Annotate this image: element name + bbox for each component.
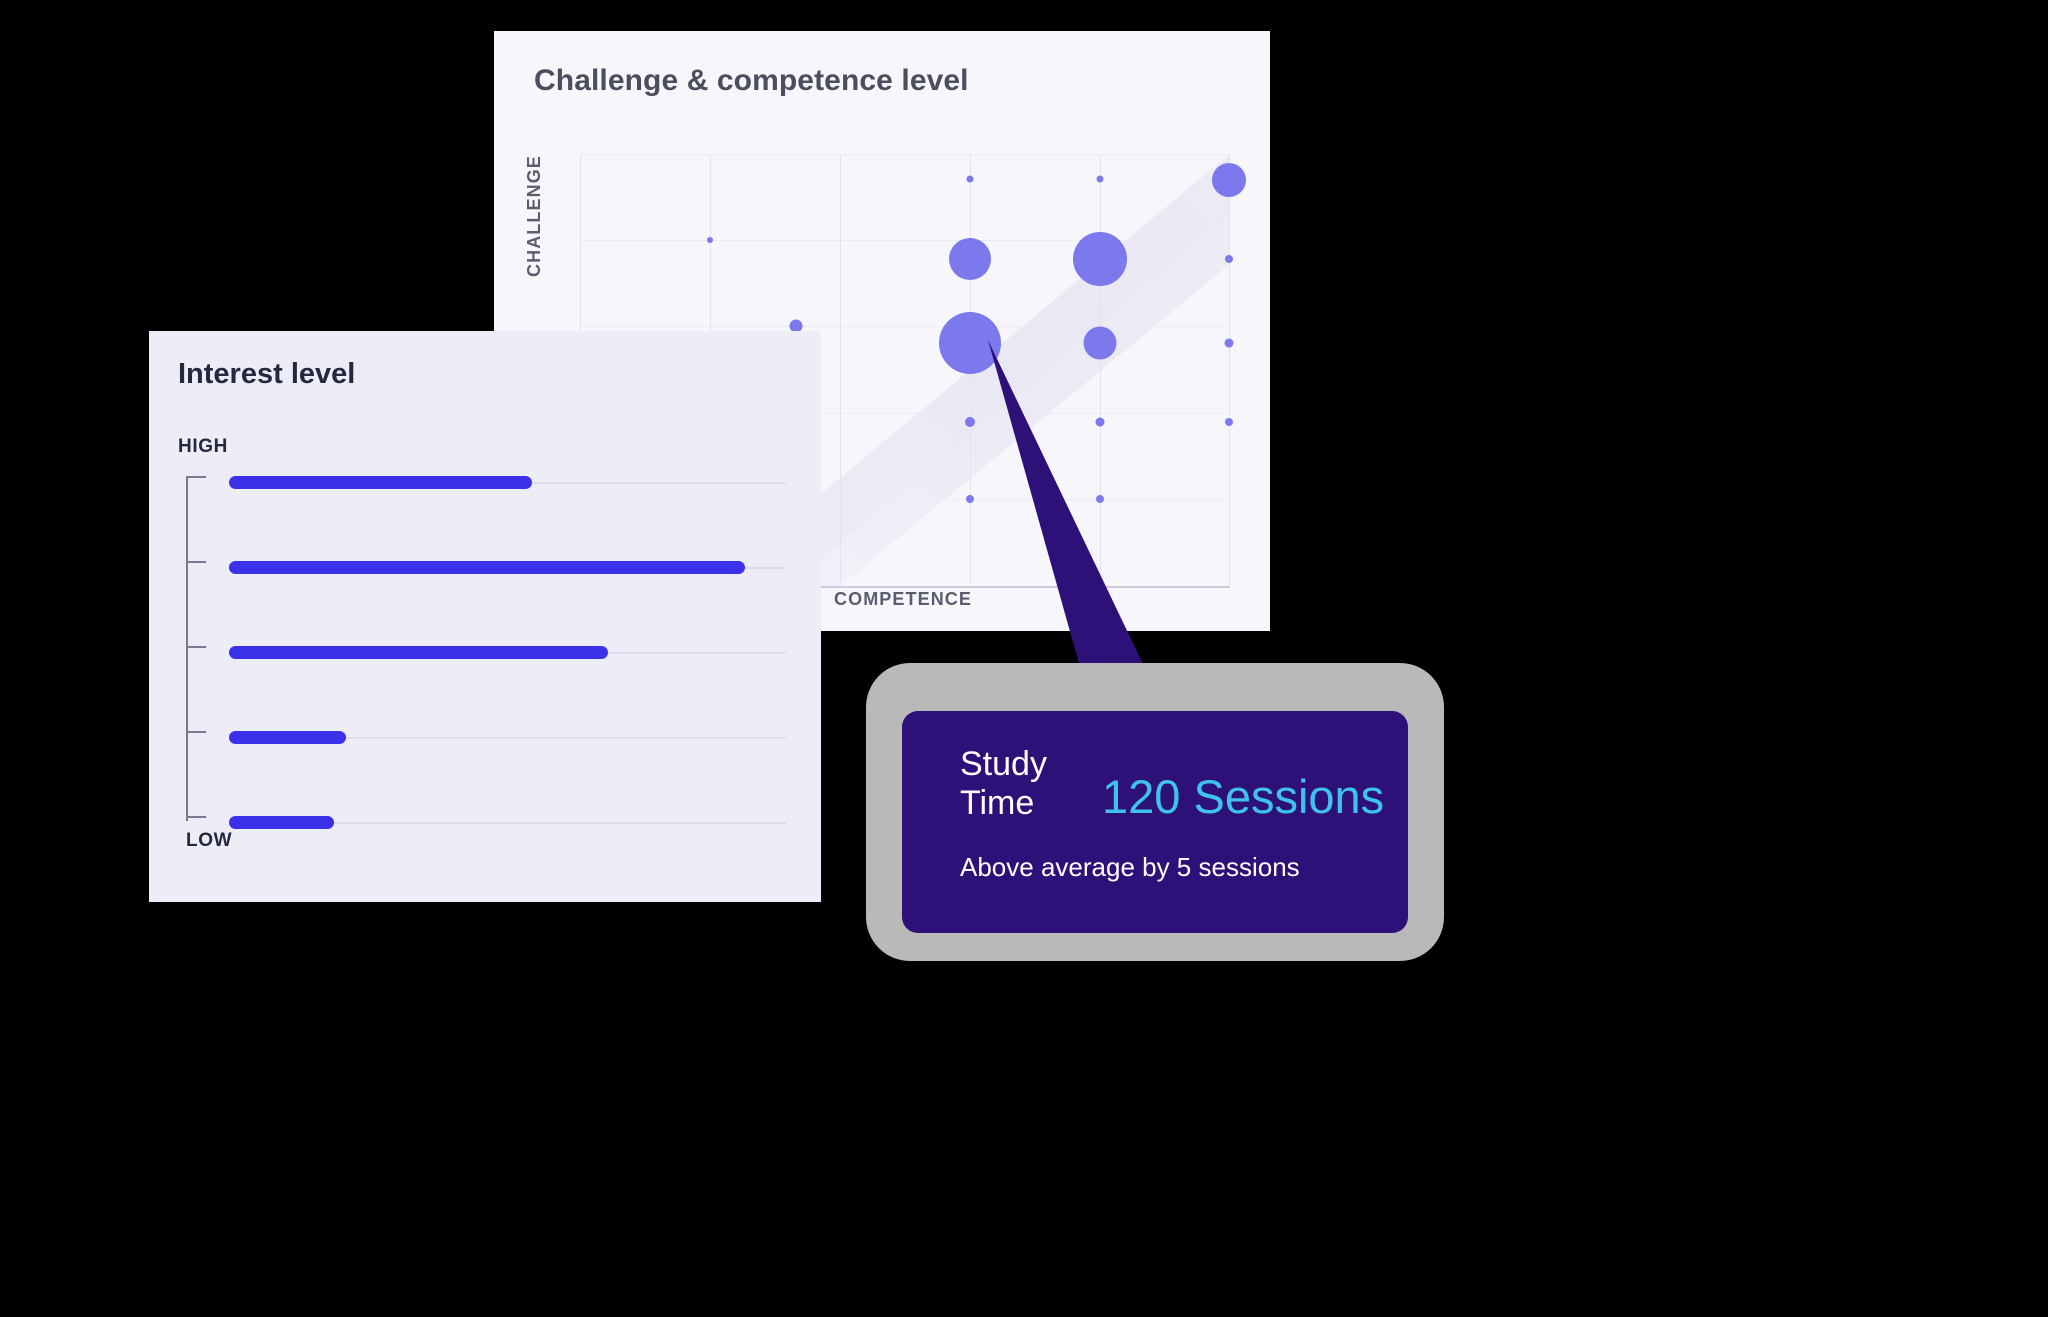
gridline-vertical bbox=[840, 154, 841, 586]
gridline-horizontal bbox=[580, 499, 1230, 500]
interest-bar[interactable] bbox=[229, 561, 745, 574]
bubble-point[interactable] bbox=[1224, 338, 1234, 348]
gridline-horizontal bbox=[580, 413, 1230, 414]
x-axis-label-competence: COMPETENCE bbox=[834, 589, 973, 609]
tooltip-value: 120 Sessions bbox=[1102, 770, 1385, 823]
bubble-point[interactable] bbox=[965, 417, 975, 427]
interest-bar[interactable] bbox=[229, 476, 532, 489]
tooltip-subtitle: Above average by 5 sessions bbox=[960, 852, 1300, 882]
bubble-point[interactable] bbox=[966, 495, 974, 503]
tooltip-label: Study Time bbox=[960, 745, 1047, 823]
bubble-point[interactable] bbox=[1083, 326, 1117, 360]
bar-track bbox=[229, 822, 786, 824]
interest-bar[interactable] bbox=[229, 816, 334, 829]
bubble-point[interactable] bbox=[1096, 175, 1104, 183]
interest-chart-title: Interest level bbox=[178, 358, 356, 390]
bubble-point[interactable] bbox=[939, 312, 1001, 374]
axis-label-high: HIGH bbox=[178, 436, 228, 457]
tooltip-label-line2: Time bbox=[960, 783, 1035, 822]
axis-label-low: LOW bbox=[186, 830, 233, 851]
interest-bar[interactable] bbox=[229, 646, 608, 659]
gridline-horizontal bbox=[580, 326, 1230, 327]
y-axis-label-challenge: CHALLENGE bbox=[524, 155, 544, 277]
axis-tick bbox=[188, 816, 206, 818]
x-axis-line bbox=[580, 586, 1230, 588]
axis-tick bbox=[188, 476, 206, 478]
bubble-point[interactable] bbox=[1212, 163, 1246, 197]
interest-bar[interactable] bbox=[229, 731, 346, 744]
axis-bracket bbox=[186, 476, 188, 821]
tooltip-label-line1: Study bbox=[960, 745, 1047, 783]
interest-plot-area bbox=[186, 476, 786, 829]
interest-level-card: Interest level HIGH LOW bbox=[149, 331, 821, 902]
axis-tick bbox=[188, 561, 206, 563]
bubble-chart-title: Challenge & competence level bbox=[534, 64, 969, 97]
axis-tick bbox=[188, 646, 206, 648]
bubble-point[interactable] bbox=[1225, 255, 1233, 263]
bubble-point[interactable] bbox=[966, 175, 974, 183]
gridline-vertical bbox=[1100, 154, 1101, 586]
bubble-point[interactable] bbox=[949, 238, 991, 280]
gridline-vertical bbox=[1229, 154, 1230, 586]
axis-tick bbox=[188, 731, 206, 733]
bubble-point[interactable] bbox=[1096, 495, 1104, 503]
gridline-horizontal bbox=[580, 240, 1230, 241]
bubble-point[interactable] bbox=[789, 319, 803, 333]
bubble-point[interactable] bbox=[707, 237, 713, 243]
bubble-point[interactable] bbox=[1225, 418, 1233, 426]
bar-track bbox=[229, 737, 786, 739]
bubble-point[interactable] bbox=[1073, 232, 1127, 286]
gridline-horizontal bbox=[580, 154, 1230, 155]
bubble-point[interactable] bbox=[1095, 417, 1105, 427]
study-time-tooltip[interactable]: Study Time 120 Sessions Above average by… bbox=[902, 711, 1408, 933]
